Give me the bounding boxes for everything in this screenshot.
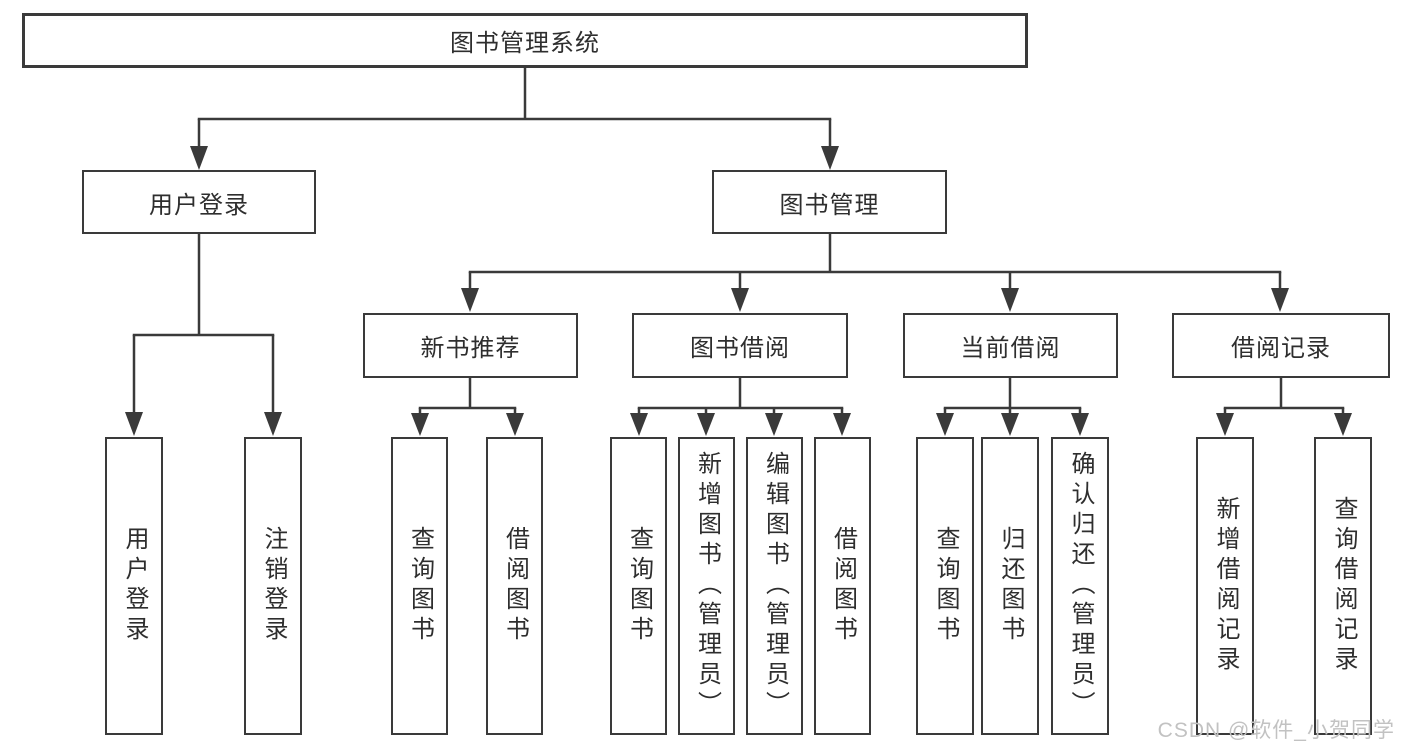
leaf-label: 归还图书 — [997, 526, 1024, 646]
node-current-borrow: 当前借阅 — [903, 313, 1118, 378]
leaf-label: 注销登录 — [260, 526, 287, 646]
node-label: 图书管理 — [779, 191, 880, 219]
connector-book-borrow-group — [630, 377, 851, 436]
node-book-borrow: 图书借阅 — [632, 313, 848, 378]
leaf-query-books-borrow: 查询图书 — [610, 437, 667, 735]
leaf-return-book: 归还图书 — [981, 437, 1039, 735]
leaf-borrow-books: 借阅图书 — [814, 437, 871, 735]
leaf-label: 查询借阅记录 — [1330, 496, 1357, 676]
leaf-query-books-current: 查询图书 — [916, 437, 974, 735]
leaf-user-login: 用户登录 — [105, 437, 163, 735]
node-label: 图书借阅 — [690, 335, 790, 362]
node-label: 新书推荐 — [420, 335, 521, 362]
node-label: 当前借阅 — [960, 335, 1061, 362]
leaf-label: 确认归还（管理员） — [1067, 451, 1094, 721]
node-library-management-system: 图书管理系统 — [22, 13, 1028, 68]
connector-root-to-branches — [190, 68, 839, 170]
connector-borrow-records-group — [1216, 377, 1352, 436]
node-label: 图书管理系统 — [450, 30, 600, 57]
connector-user-login-group — [125, 234, 282, 436]
csdn-watermark: CSDN @软件_小贺同学 — [1157, 719, 1395, 742]
leaf-label: 查询图书 — [406, 526, 434, 646]
node-label: 用户登录 — [149, 191, 249, 219]
leaf-add-borrow-record: 新增借阅记录 — [1196, 437, 1254, 735]
leaf-add-book-admin: 新增图书（管理员） — [678, 437, 735, 735]
leaf-edit-book-admin: 编辑图书（管理员） — [746, 437, 803, 735]
leaf-label: 查询图书 — [625, 526, 653, 646]
leaf-label: 编辑图书（管理员） — [761, 451, 789, 721]
connector-book-management-group — [461, 234, 1289, 312]
leaf-label: 借阅图书 — [829, 526, 857, 646]
leaf-label: 新增图书（管理员） — [693, 451, 721, 721]
leaf-query-books-recommend: 查询图书 — [391, 437, 448, 735]
node-book-management: 图书管理 — [712, 170, 947, 234]
leaf-label: 借阅图书 — [501, 526, 529, 646]
node-borrow-records: 借阅记录 — [1172, 313, 1390, 378]
connector-new-book-group — [411, 377, 524, 436]
leaf-borrow-books-recommend: 借阅图书 — [486, 437, 543, 735]
leaf-query-borrow-record: 查询借阅记录 — [1314, 437, 1372, 735]
leaf-label: 查询图书 — [932, 526, 959, 646]
leaf-label: 新增借阅记录 — [1212, 496, 1239, 676]
node-user-login: 用户登录 — [82, 170, 316, 234]
connector-current-borrow-group — [936, 377, 1089, 436]
node-label: 借阅记录 — [1231, 335, 1331, 362]
node-new-book-recommend: 新书推荐 — [363, 313, 578, 378]
leaf-logout: 注销登录 — [244, 437, 302, 735]
leaf-confirm-return-admin: 确认归还（管理员） — [1051, 437, 1109, 735]
leaf-label: 用户登录 — [121, 526, 148, 646]
